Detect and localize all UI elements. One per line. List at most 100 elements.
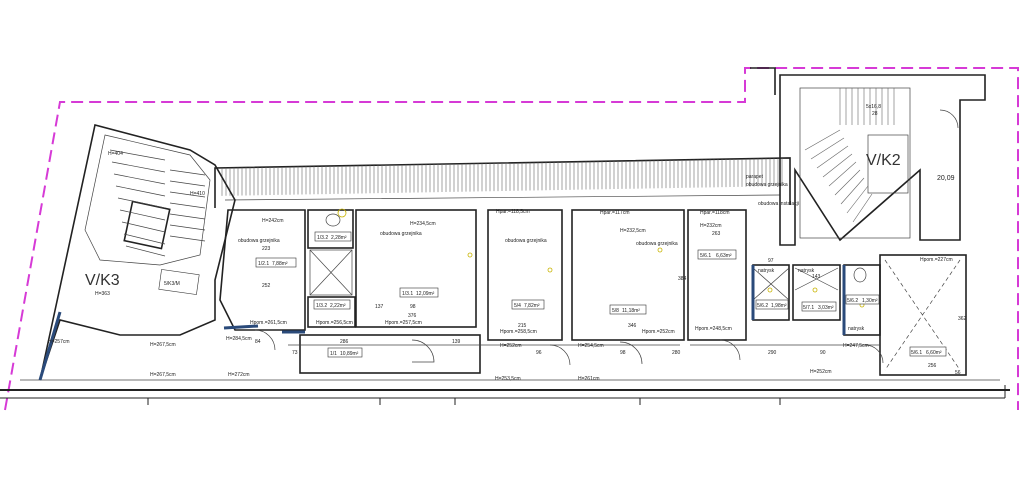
svg-text:3,03m²: 3,03m² <box>818 305 834 311</box>
hatch-line <box>169 213 206 220</box>
svg-text:1/3.2: 1/3.2 <box>317 235 328 241</box>
svg-text:natrysk: natrysk <box>758 268 775 274</box>
svg-text:Hpar.=118,5cm: Hpar.=118,5cm <box>496 209 530 215</box>
hatch-line <box>816 145 849 169</box>
svg-text:H=272cm: H=272cm <box>228 372 250 378</box>
height-label: H=404 <box>108 151 123 157</box>
svg-text:1/3.1: 1/3.1 <box>402 291 413 297</box>
svg-text:1,98m²: 1,98m² <box>771 303 787 309</box>
hatch-line <box>169 235 206 242</box>
svg-text:73: 73 <box>292 350 298 356</box>
hatch-line <box>109 149 166 161</box>
svg-text:Hpom.=258,5cm: Hpom.=258,5cm <box>500 329 537 335</box>
svg-text:H=234,5cm: H=234,5cm <box>410 221 436 227</box>
svg-text:376: 376 <box>408 313 417 319</box>
svg-text:256: 256 <box>928 363 937 369</box>
hatch-line <box>119 209 166 221</box>
svg-text:1,30m²: 1,30m² <box>862 298 878 304</box>
svg-text:H=257cm: H=257cm <box>48 339 70 345</box>
property-boundary <box>4 67 1019 411</box>
svg-text:280: 280 <box>672 350 681 356</box>
svg-text:H=242cm: H=242cm <box>262 218 284 224</box>
hatch-line <box>169 169 206 176</box>
svg-text:143: 143 <box>812 274 821 280</box>
hatch-line <box>828 161 857 187</box>
svg-text:Hpom.=248,5cm: Hpom.=248,5cm <box>695 326 732 332</box>
height-label: H=410 <box>190 191 205 197</box>
svg-text:Hpom.=227cm: Hpom.=227cm <box>920 257 953 263</box>
hatch-line <box>804 129 841 151</box>
svg-text:139: 139 <box>452 339 461 345</box>
svg-text:96: 96 <box>536 350 542 356</box>
svg-text:H=252cm: H=252cm <box>810 369 832 375</box>
hatch-line <box>169 191 206 198</box>
svg-text:1/3.2: 1/3.2 <box>316 303 327 309</box>
hatch-line <box>121 221 166 233</box>
svg-text:2,28m²: 2,28m² <box>331 235 347 241</box>
rooms <box>219 208 967 376</box>
stair-v-k3: 5/K3/M V/K3 H=363 H=404 H=410 <box>38 124 236 381</box>
svg-text:natrysk: natrysk <box>798 268 815 274</box>
hatch-line <box>115 185 166 197</box>
svg-text:90: 90 <box>820 350 826 356</box>
stair-label: V/K2 <box>866 152 901 169</box>
hatch-line <box>852 193 873 223</box>
svg-text:H=232,5cm: H=232,5cm <box>620 228 646 234</box>
annotation-notes: obudowa grzejnika obudowa grzejnika obud… <box>238 174 865 332</box>
hatch-line <box>169 224 206 231</box>
svg-text:5/6.2: 5/6.2 <box>847 298 858 304</box>
hatch-line <box>822 153 853 178</box>
svg-text:223: 223 <box>262 246 271 252</box>
svg-text:obudowa grzejnika: obudowa grzejnika <box>505 238 547 244</box>
height-label: H=363 <box>95 291 110 297</box>
hatch-line <box>169 202 206 209</box>
hatch-line <box>113 173 166 185</box>
svg-text:H=267,5cm: H=267,5cm <box>150 342 176 348</box>
svg-text:5/6.2: 5/6.2 <box>757 303 768 309</box>
svg-text:H=253,5cm: H=253,5cm <box>495 376 521 382</box>
hatch-line <box>840 177 865 205</box>
svg-text:286: 286 <box>340 339 349 345</box>
svg-text:252: 252 <box>262 283 271 289</box>
svg-text:56: 56 <box>955 370 961 376</box>
svg-text:obudowa grzejnika: obudowa grzejnika <box>636 241 678 247</box>
hatch-line <box>123 233 166 245</box>
svg-text:obudowa grzejnika: obudowa grzejnika <box>746 182 788 188</box>
svg-text:H=261cm: H=261cm <box>578 376 600 382</box>
stair-count: 28 <box>872 111 878 117</box>
hatch-line <box>117 197 166 209</box>
svg-text:H=252cm: H=252cm <box>500 343 522 349</box>
hatch-line <box>810 137 845 160</box>
svg-text:Hpom.=252cm: Hpom.=252cm <box>642 329 675 335</box>
svg-text:98: 98 <box>620 350 626 356</box>
terrace-hatch <box>214 157 791 208</box>
stair-label: 5/K3/M <box>164 281 180 287</box>
svg-text:natrysk: natrysk <box>848 326 865 332</box>
svg-text:Hpom.=257,5cm: Hpom.=257,5cm <box>385 320 422 326</box>
svg-text:H=284,5cm: H=284,5cm <box>226 336 252 342</box>
stair-label: V/K3 <box>85 272 120 289</box>
svg-text:6,60m²: 6,60m² <box>926 350 942 356</box>
svg-text:H=254,5cm: H=254,5cm <box>578 343 604 349</box>
hatch-line <box>834 169 861 196</box>
svg-text:H=267,5cm: H=267,5cm <box>150 372 176 378</box>
stair-v-k2: V/K2 5x16,8 28 20,09 <box>779 74 986 246</box>
svg-text:1/1: 1/1 <box>330 351 337 357</box>
svg-text:H=247,5cm: H=247,5cm <box>843 343 869 349</box>
hatch-line <box>846 185 869 214</box>
exterior-wall <box>0 379 1010 405</box>
svg-text:346: 346 <box>628 323 637 329</box>
svg-text:12,09m²: 12,09m² <box>416 291 435 297</box>
